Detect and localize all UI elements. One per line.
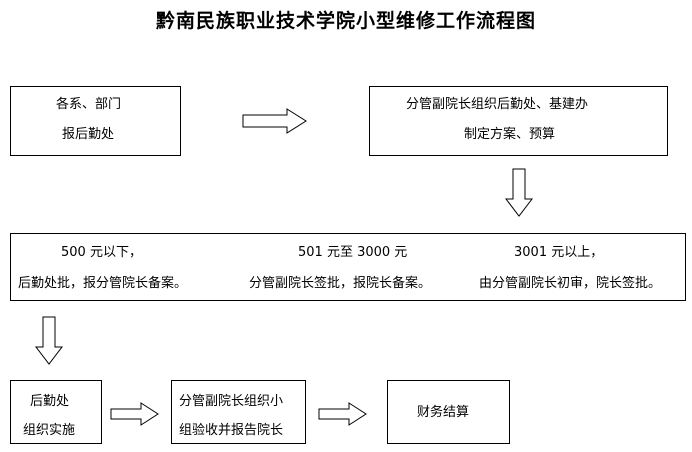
arrow-right-icon (110, 402, 159, 426)
step-implement-line2: 组织实施 (23, 423, 76, 438)
step-report-line1: 各系、部门 (56, 97, 122, 112)
step-plan-line1: 分管副院长组织后勤处、基建办 (406, 97, 589, 112)
arrow-down-icon (34, 316, 64, 365)
arrow-right-icon (242, 108, 307, 134)
step-settlement-line1: 财务结算 (417, 405, 470, 420)
arrow-down-icon (504, 168, 534, 217)
step-report-box: 各系、部门 报后勤处 (10, 86, 181, 156)
step-acceptance-box: 分管副院长组织小 组验收并报告院长 (171, 380, 306, 444)
step-acceptance-line2: 组验收并报告院长 (179, 423, 284, 438)
approval-high-range: 3001 元以上， (514, 245, 604, 260)
step-report-line2: 报后勤处 (62, 127, 115, 142)
step-approval-box: 500 元以下， 后勤处批，报分管院长备案。 501 元至 3000 元 分管副… (10, 233, 686, 301)
approval-low-rule: 后勤处批，报分管院长备案。 (18, 276, 188, 291)
step-implement-line1: 后勤处 (30, 394, 70, 409)
step-plan-box: 分管副院长组织后勤处、基建办 制定方案、预算 (369, 86, 668, 156)
step-acceptance-line1: 分管副院长组织小 (179, 394, 284, 409)
step-settlement-box: 财务结算 (387, 380, 510, 444)
step-plan-line2: 制定方案、预算 (464, 127, 556, 142)
step-implement-box: 后勤处 组织实施 (10, 380, 102, 444)
page-title: 黔南民族职业技术学院小型维修工作流程图 (155, 10, 536, 32)
approval-mid-range: 501 元至 3000 元 (298, 245, 408, 260)
arrow-right-icon (318, 402, 367, 426)
approval-high-rule: 由分管副院长初审，院长签批。 (479, 276, 662, 291)
approval-low-range: 500 元以下， (61, 245, 142, 260)
approval-mid-rule: 分管副院长签批，报院长备案。 (249, 276, 432, 291)
